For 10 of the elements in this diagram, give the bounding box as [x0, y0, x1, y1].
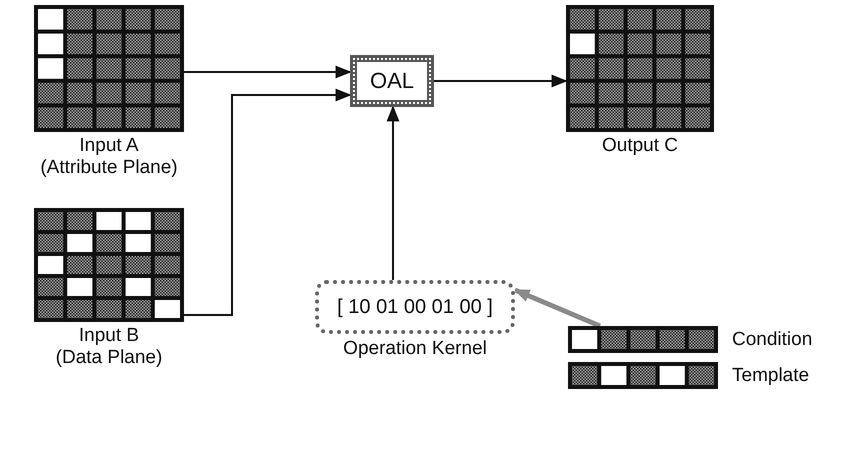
grid-caption: (Attribute Plane) — [39, 157, 179, 179]
kernel-caption: Operation Kernel — [342, 338, 488, 360]
operator-box: OAL — [350, 55, 434, 107]
grid-caption: Output C — [600, 135, 680, 157]
grid-caption: Input A — [78, 135, 140, 157]
grid-caption: (Data Plane) — [54, 347, 164, 369]
grid-caption: Input B — [78, 325, 140, 347]
bar-label: Condition — [732, 328, 812, 350]
kernel-box: [ 10 01 00 01 00 ] — [315, 280, 515, 334]
bar-label: Template — [732, 364, 810, 386]
